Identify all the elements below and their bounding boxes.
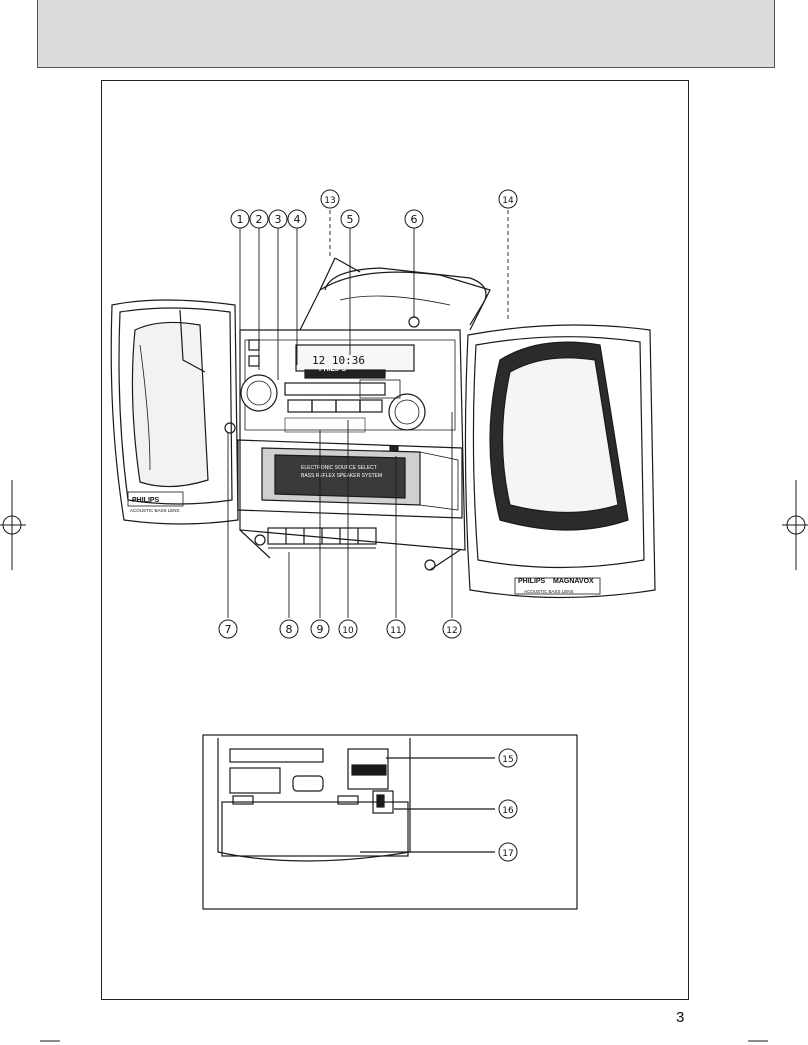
display-readout: 12 10:36 (312, 354, 365, 367)
callout-5: 5 (347, 213, 354, 226)
right-speaker (464, 324, 656, 599)
callout-15: 15 (502, 755, 513, 765)
callout-6: 6 (411, 213, 418, 226)
cassette-text-2: BASS REFLEX SPEAKER SYSTEM (301, 473, 382, 479)
left-speaker-label: ACOUSTIC BASS LENS (130, 508, 180, 513)
crop-marks (0, 480, 808, 1042)
callout-16: 16 (502, 806, 514, 816)
callout-14: 14 (502, 196, 514, 206)
header-band (37, 0, 775, 68)
leader-lines (227, 210, 509, 618)
callout-8: 8 (286, 623, 293, 636)
page-number: 3 (676, 1009, 685, 1026)
callout-2: 2 (256, 213, 263, 226)
callout-7: 7 (225, 623, 232, 636)
right-speaker-cobrand: MAGNAVOX (553, 578, 594, 585)
back-panel (202, 734, 578, 910)
callout-17: 17 (502, 849, 513, 859)
callout-11: 11 (390, 626, 401, 636)
left-speaker-brand: PHILIPS (132, 497, 160, 504)
callout-12: 12 (446, 626, 457, 636)
cassette-text-1: ELECTRONIC SOURCE SELECT (301, 465, 377, 471)
callout-13: 13 (324, 196, 335, 206)
callout-10: 10 (342, 626, 354, 636)
illustration-frame (101, 80, 689, 1000)
callout-circles (218, 189, 518, 862)
right-speaker-brand: PHILIPS (518, 578, 546, 585)
left-speaker (110, 299, 239, 525)
callout-3: 3 (275, 213, 282, 226)
callout-9: 9 (317, 623, 324, 636)
right-speaker-label: ACOUSTIC BASS LENS (524, 589, 574, 594)
main-unit (224, 257, 491, 571)
callout-1: 1 (237, 213, 244, 226)
unit-brand: PHILIPS (319, 366, 347, 373)
callout-4: 4 (294, 213, 301, 226)
